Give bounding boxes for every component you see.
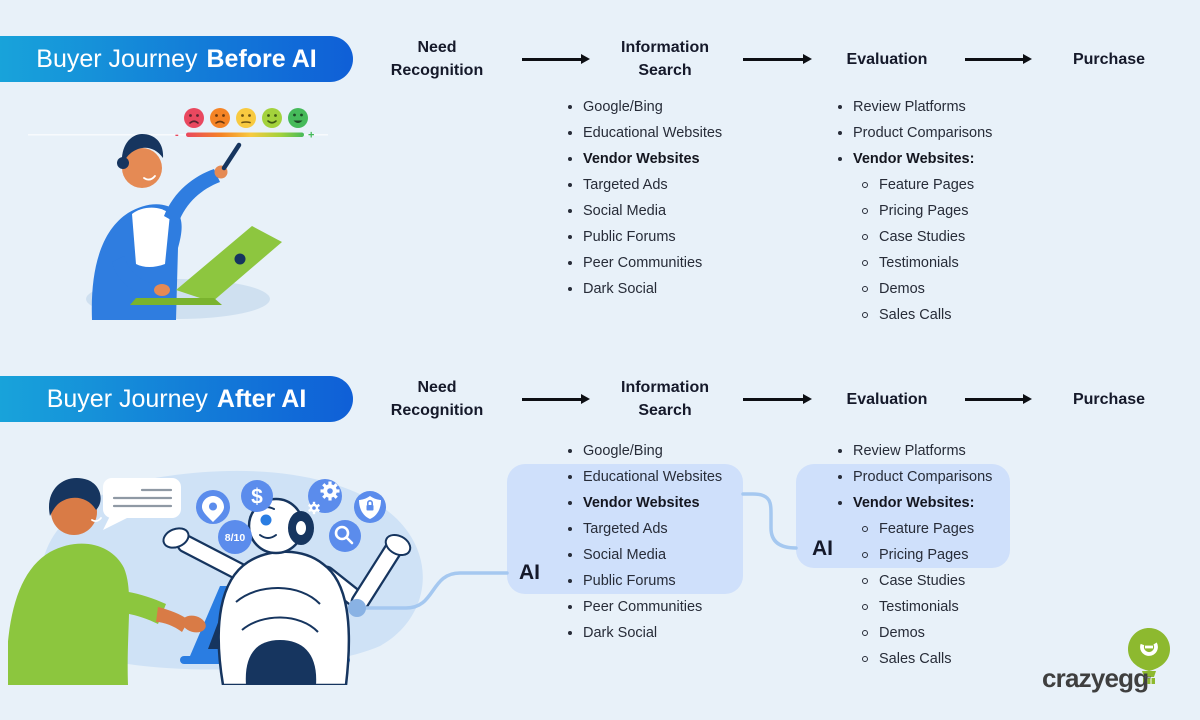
stage-evaluation: Evaluation bbox=[846, 391, 928, 408]
banner-highlight: After AI bbox=[216, 384, 307, 413]
dollar-icon: $ bbox=[241, 480, 273, 512]
banner-before-ai: Buyer Journey Before AI bbox=[0, 36, 353, 82]
delighted-face-icon bbox=[288, 108, 308, 128]
neutral-face-icon bbox=[236, 108, 256, 128]
list-item: Case Studies bbox=[834, 568, 992, 594]
pen-icon bbox=[221, 142, 242, 171]
flow-arrow bbox=[522, 394, 590, 403]
list-item: Testimonials bbox=[834, 250, 992, 276]
flow-arrow bbox=[965, 394, 1032, 403]
list-item: Peer Communities bbox=[564, 250, 722, 276]
shield-lock-icon bbox=[354, 491, 386, 523]
hair bbox=[121, 134, 164, 166]
list-item: Pricing Pages bbox=[834, 542, 992, 568]
list-item: Peer Communities bbox=[564, 594, 722, 620]
speech-bubble-icon bbox=[103, 478, 181, 530]
hair bbox=[48, 477, 101, 516]
feedback-illustration: - + bbox=[28, 108, 328, 320]
flow-arrow bbox=[522, 54, 590, 63]
ai-highlight-box-info bbox=[507, 464, 743, 594]
rating-gradient-bar: - + bbox=[175, 129, 314, 142]
list-item: Case Studies bbox=[834, 224, 992, 250]
list-item: Google/Bing bbox=[564, 94, 722, 120]
list-item: Social Media bbox=[564, 198, 722, 224]
list-item: Demos bbox=[834, 620, 992, 646]
stage-need-recognition: Need Recognition bbox=[390, 379, 484, 419]
stage-evaluation: Evaluation bbox=[846, 51, 928, 68]
list-item: Demos bbox=[834, 276, 992, 302]
banner-after-ai: Buyer Journey After AI bbox=[0, 376, 353, 422]
list-item: Dark Social bbox=[564, 276, 722, 302]
flow-arrow bbox=[965, 54, 1032, 63]
list-item: Review Platforms bbox=[834, 94, 992, 120]
list-item: Testimonials bbox=[834, 594, 992, 620]
logo-tm: ™ bbox=[1144, 674, 1152, 683]
stage-purchase: Purchase bbox=[1072, 391, 1146, 408]
banner-highlight: Before AI bbox=[206, 44, 317, 73]
flow-arrow bbox=[743, 394, 812, 403]
list-item: Review Platforms bbox=[834, 438, 992, 464]
list-item: Educational Websites bbox=[564, 120, 722, 146]
unhappy-face-icon bbox=[210, 108, 230, 128]
logo-wordmark: crazyegg bbox=[1042, 663, 1148, 693]
score-badge-icon: 8/10 bbox=[218, 520, 252, 554]
flow-arrow bbox=[743, 54, 812, 63]
list-item: Vendor Websites bbox=[564, 490, 722, 516]
list-item: Public Forums bbox=[564, 568, 722, 594]
list-item: Sales Calls bbox=[834, 302, 992, 328]
list-item: Feature Pages bbox=[834, 172, 992, 198]
person bbox=[8, 477, 206, 685]
list-item: Product Comparisons bbox=[834, 464, 992, 490]
gears-icon bbox=[308, 479, 342, 515]
list-item: Vendor Websites: bbox=[834, 146, 992, 172]
ai-highlight-box-eval bbox=[796, 464, 1010, 568]
connector-info-box-to-eval-box bbox=[741, 492, 798, 550]
search-icon bbox=[329, 520, 361, 552]
list-item: Product Comparisons bbox=[834, 120, 992, 146]
list-item: Targeted Ads bbox=[564, 516, 722, 542]
ai-label-info: AI bbox=[519, 561, 540, 584]
banner-prefix: Buyer Journey bbox=[36, 44, 198, 73]
ai-robot-illustration: $ 8/10 bbox=[8, 470, 423, 685]
list-item: Feature Pages bbox=[834, 516, 992, 542]
list-item: Targeted Ads bbox=[564, 172, 722, 198]
list-item: Sales Calls bbox=[834, 646, 992, 672]
list-item: Dark Social bbox=[564, 620, 722, 646]
list-item: Educational Websites bbox=[564, 464, 722, 490]
dollar-glyph: $ bbox=[251, 486, 263, 509]
crazyegg-logo: crazyegg ™ bbox=[1042, 628, 1170, 693]
person-with-laptop bbox=[86, 134, 282, 320]
list-item: Vendor Websites bbox=[564, 146, 722, 172]
location-pin-icon bbox=[196, 490, 230, 524]
emoji-rating-scale: - + bbox=[175, 108, 314, 142]
list-item: Social Media bbox=[564, 542, 722, 568]
list-item: Vendor Websites: bbox=[834, 490, 992, 516]
list-item: Public Forums bbox=[564, 224, 722, 250]
ai-label-eval: AI bbox=[812, 537, 833, 560]
list-item: Google/Bing bbox=[564, 438, 722, 464]
stage-purchase: Purchase bbox=[1072, 51, 1146, 68]
divider-line bbox=[28, 134, 328, 136]
list-item: Pricing Pages bbox=[834, 198, 992, 224]
stage-information-search: Information Search bbox=[621, 39, 709, 79]
banner-prefix: Buyer Journey bbox=[46, 384, 208, 413]
happy-face-icon bbox=[262, 108, 282, 128]
angry-face-icon bbox=[184, 108, 204, 128]
balloon-icon bbox=[1128, 628, 1170, 684]
scale-minus-label: - bbox=[175, 129, 179, 141]
score-badge-text: 8/10 bbox=[225, 532, 246, 544]
laptop-icon bbox=[130, 226, 282, 305]
hand bbox=[182, 615, 206, 633]
stage-need-recognition: Need Recognition bbox=[390, 39, 484, 79]
scale-plus-label: + bbox=[308, 130, 314, 142]
stage-information-search: Information Search bbox=[621, 379, 709, 419]
